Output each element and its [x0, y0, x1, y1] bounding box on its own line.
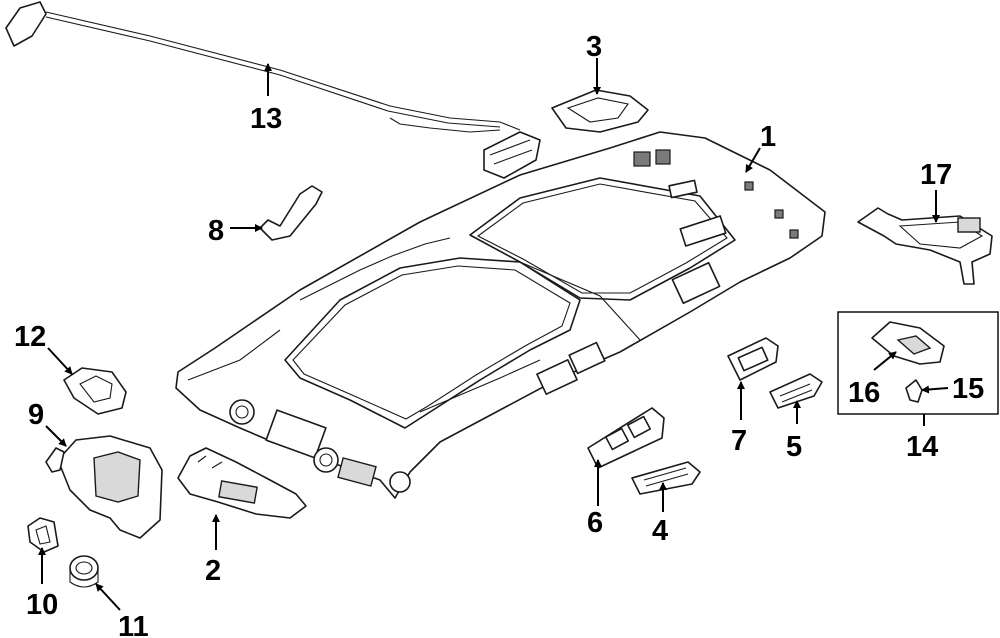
callout-7: 7 — [731, 425, 747, 457]
leader-lines — [38, 58, 949, 611]
headliner-part — [175, 131, 826, 499]
callout-13: 13 — [250, 103, 282, 135]
callout-16: 16 — [848, 377, 880, 409]
callout-labels: 1 2 3 4 5 6 7 8 9 10 11 12 13 14 15 16 1… — [14, 31, 984, 638]
wire-harness-part — [5, 1, 541, 179]
callout-6: 6 — [587, 507, 603, 539]
callout-3: 3 — [586, 31, 602, 63]
inset-box — [837, 311, 999, 426]
front-map-lamp-part — [551, 89, 649, 133]
callout-5: 5 — [786, 431, 802, 463]
small-switch-part — [769, 373, 823, 409]
callout-10: 10 — [26, 589, 58, 621]
small-lamp-lens-part — [727, 337, 779, 381]
inset-bulb-part — [905, 379, 923, 403]
callout-8: 8 — [208, 215, 224, 247]
visor-mount-part — [69, 555, 99, 588]
callout-17: 17 — [920, 159, 952, 191]
visor-clip-part — [27, 517, 59, 553]
grab-handle-part — [259, 185, 323, 241]
callout-4: 4 — [652, 515, 668, 547]
callout-15: 15 — [952, 373, 984, 405]
callout-14: 14 — [906, 431, 938, 463]
overhead-console-part — [177, 447, 307, 519]
inset-lamp-part — [871, 321, 945, 365]
callout-9: 9 — [28, 399, 44, 431]
switch-part — [631, 461, 701, 495]
bracket-part — [857, 207, 993, 285]
callout-11: 11 — [118, 611, 149, 638]
callout-12: 12 — [14, 321, 46, 353]
sun-visor-part — [45, 435, 163, 539]
callout-2: 2 — [205, 555, 221, 587]
lamp-lens-part — [587, 407, 665, 469]
callout-1: 1 — [760, 121, 776, 153]
rear-lamp-part — [63, 367, 127, 415]
